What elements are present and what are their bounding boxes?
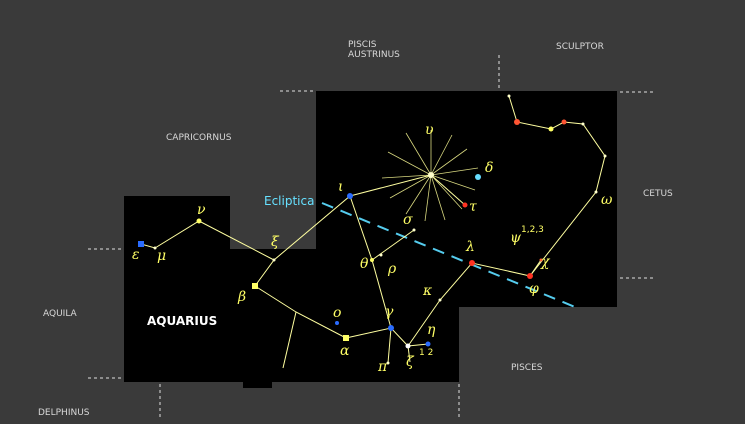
label-mu: μ: [157, 248, 167, 264]
star-sculptor-b: [581, 122, 585, 126]
label-xi: ξ: [271, 234, 279, 250]
star-omicron: [335, 321, 339, 325]
star-epsilon: [138, 241, 144, 247]
star-delta: [475, 174, 481, 180]
ecliptic-label: Ecliptica: [264, 194, 315, 208]
star-xi: [272, 258, 276, 262]
label-nu: ν: [197, 202, 206, 218]
constellation-name: AQUARIUS: [147, 314, 218, 328]
star-sigma: [412, 228, 416, 232]
ecliptic-line: [321, 202, 576, 308]
label-delphinus: DELPHINUS: [38, 408, 90, 418]
label-phi: φ: [529, 281, 539, 297]
label-rho: ρ: [388, 261, 397, 277]
label-kappa: κ: [423, 283, 433, 299]
label-capricornus: CAPRICORNUS: [166, 133, 232, 143]
label-zeta: ζ: [406, 354, 414, 370]
star-phi: [527, 273, 533, 279]
label-psi: ψ: [510, 230, 521, 246]
stars: [138, 94, 607, 365]
radiant-burst: [381, 130, 479, 222]
star-eta: [425, 341, 431, 347]
constellation-area: [124, 91, 617, 388]
star-tau: [462, 202, 468, 208]
star-sculptor-d: [548, 126, 554, 132]
label-omicron: ο: [333, 305, 342, 321]
star-kappa: [438, 298, 442, 302]
label-pi: π: [378, 359, 388, 375]
star-pi: [386, 361, 390, 365]
label-iota: ι: [338, 179, 344, 195]
label-cetus: CETUS: [643, 189, 673, 199]
label-zeta-numbers: 1 2: [419, 348, 434, 358]
label-theta: θ: [360, 256, 369, 272]
label-beta: β: [238, 289, 247, 305]
star-upsilon: [428, 172, 434, 178]
label-chi: χ: [541, 254, 550, 270]
label-tau: τ: [469, 199, 477, 215]
star-omega: [594, 190, 598, 194]
star-lambda: [469, 260, 475, 266]
star-nu: [196, 218, 202, 224]
star-sculptor-f: [507, 94, 511, 98]
figure-lines: [140, 95, 606, 369]
star-iota: [347, 193, 353, 199]
label-piscis-austrinus: PISCIS AUSTRINUS: [348, 40, 400, 60]
boundary-lines: [88, 55, 655, 419]
label-epsilon: ε: [132, 247, 140, 263]
star-chi: [539, 258, 543, 262]
star-rho: [379, 253, 383, 257]
label-pisces: PISCES: [511, 363, 543, 373]
star-mu: [153, 246, 157, 250]
label-eta: η: [427, 322, 436, 338]
star-zeta: [405, 343, 411, 349]
label-delta: δ: [485, 160, 494, 176]
star-theta: [370, 258, 374, 262]
star-sculptor-a: [603, 154, 607, 158]
star-sculptor-e: [514, 119, 520, 125]
label-omega: ω: [601, 192, 613, 208]
label-upsilon: υ: [425, 122, 434, 138]
star-alpha: [343, 335, 349, 341]
label-lambda: λ: [466, 239, 475, 255]
star-gamma: [388, 325, 394, 331]
label-psi-numbers: 1,2,3: [521, 225, 544, 235]
label-aquila: AQUILA: [43, 309, 77, 319]
label-alpha: α: [340, 343, 350, 359]
label-sigma: σ: [403, 212, 413, 228]
label-gamma: γ: [385, 304, 394, 320]
star-beta: [252, 283, 258, 289]
label-sculptor: SCULPTOR: [556, 42, 604, 52]
star-sculptor-c: [561, 119, 567, 125]
